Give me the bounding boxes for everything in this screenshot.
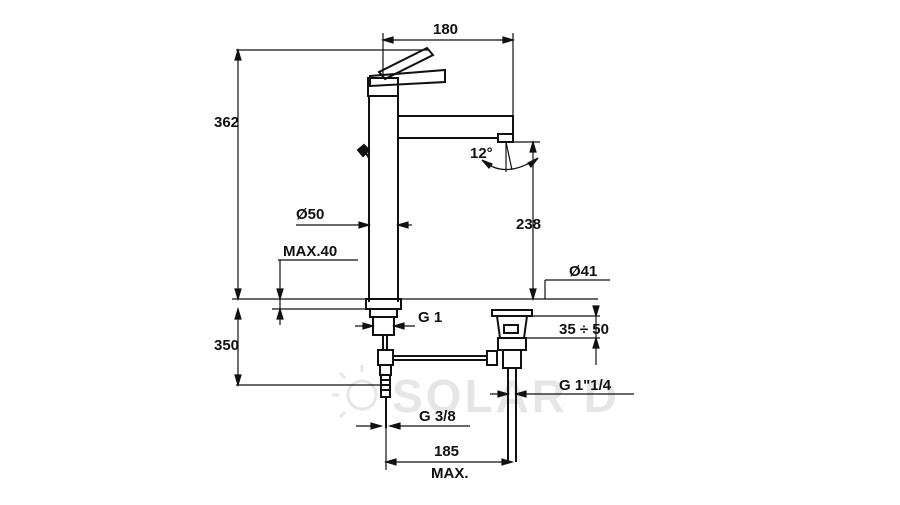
dim-width-top-label: 180 — [433, 21, 458, 38]
dim-below-height-label: 350 — [214, 337, 239, 354]
watermark-sun-icon — [332, 365, 386, 419]
popup-rod — [393, 350, 498, 366]
dim-spout-angle-label: 12° — [470, 145, 493, 162]
dim-spout-height-label: 238 — [516, 216, 541, 233]
watermark-text: SOLAR D — [392, 370, 620, 422]
dimension-lines — [234, 33, 634, 470]
dim-body-diameter-label: Ø50 — [296, 206, 324, 223]
faucet-body — [356, 46, 514, 302]
dim-bottom-width-note: MAX. — [431, 465, 469, 482]
dim-bottom-width-label: 185 — [434, 443, 459, 460]
dim-drain-range-label: 35 ÷ 50 — [559, 321, 609, 338]
dim-hose-thread-label: G 3/8 — [419, 408, 456, 425]
watermark: SOLAR D — [332, 365, 620, 422]
dim-drain-diameter-label: Ø41 — [569, 263, 597, 280]
faucet-base — [365, 298, 402, 428]
dim-drain-thread-label: G 1"1/4 — [559, 377, 612, 394]
drain-assembly — [491, 309, 533, 462]
dimension-labels: 180 362 238 12° Ø50 MAX.40 G 1 Ø41 350 3… — [214, 21, 612, 482]
dim-inlet-thread-label: G 1 — [418, 309, 442, 326]
dim-max-thickness-label: MAX.40 — [283, 243, 337, 260]
dim-total-height-label: 362 — [214, 114, 239, 131]
